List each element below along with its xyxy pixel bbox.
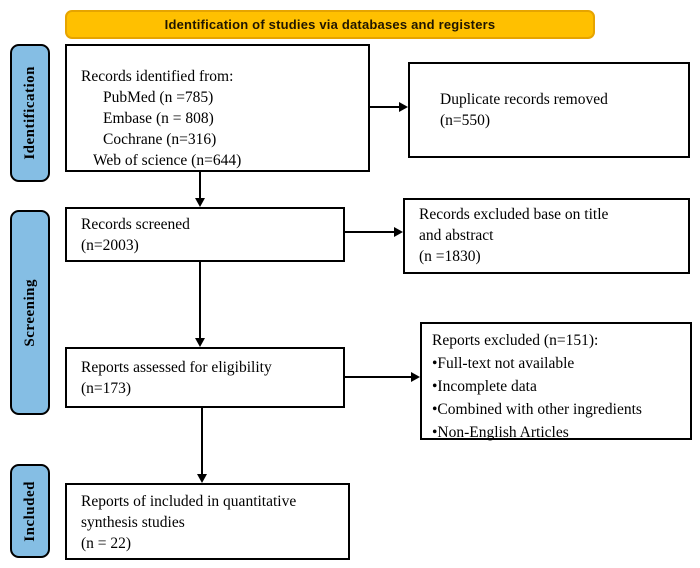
excluded-screening-line-2: and abstract bbox=[419, 227, 494, 244]
arrow-screened-to-assessed-head bbox=[195, 338, 205, 347]
screened-line-2: (n=2003) bbox=[81, 237, 139, 254]
included-line-3: (n = 22) bbox=[81, 535, 132, 552]
box-records-identified: Records identified from: PubMed (n =785)… bbox=[65, 44, 370, 172]
stage-screening-label: Screening bbox=[21, 278, 38, 347]
reports-excluded-bullet-1: •Full-text not available bbox=[432, 355, 575, 372]
records-identified-pubmed: PubMed (n =785) bbox=[103, 89, 214, 106]
screened-line-1: Records screened bbox=[81, 216, 190, 233]
reports-excluded-bullet-3: •Combined with other ingredients bbox=[432, 401, 642, 418]
arrow-screened-to-assessed-shaft bbox=[199, 262, 201, 339]
duplicates-line-1: Duplicate records removed bbox=[440, 91, 608, 108]
box-records-screened: Records screened (n=2003) bbox=[65, 207, 345, 262]
box-reports-excluded: Reports excluded (n=151): •Full-text not… bbox=[420, 322, 692, 441]
assessed-line-2: (n=173) bbox=[81, 380, 132, 397]
arrow-assessed-to-included-head bbox=[197, 474, 207, 483]
reports-excluded-bullet-4: •Non-English Articles bbox=[432, 424, 569, 441]
stage-included-label: Included bbox=[21, 480, 38, 542]
duplicates-line-2: (n=550) bbox=[440, 112, 491, 129]
arrow-identified-to-screened-shaft bbox=[199, 172, 201, 199]
arrow-assessed-to-excluded-shaft bbox=[345, 376, 411, 378]
records-identified-embase: Embase (n = 808) bbox=[103, 110, 214, 127]
arrow-assessed-to-excluded-head bbox=[411, 372, 420, 382]
banner-identification-via-databases: Identification of studies via databases … bbox=[65, 10, 595, 39]
assessed-line-1: Reports assessed for eligibility bbox=[81, 359, 272, 376]
arrow-screened-to-excluded-head bbox=[394, 227, 403, 237]
box-included-studies: Reports of included in quantitative synt… bbox=[65, 483, 350, 560]
reports-excluded-title: Reports excluded (n=151): bbox=[432, 332, 599, 349]
box-duplicate-records-removed: Duplicate records removed (n=550) bbox=[408, 62, 690, 158]
arrow-assessed-to-included-shaft bbox=[201, 408, 203, 475]
stage-identification-label: Identification bbox=[21, 66, 38, 160]
included-line-1: Reports of included in quantitative bbox=[81, 493, 297, 510]
arrow-screened-to-excluded-shaft bbox=[345, 231, 394, 233]
reports-excluded-bullet-2: •Incomplete data bbox=[432, 378, 537, 395]
excluded-screening-line-3: (n =1830) bbox=[419, 248, 481, 265]
excluded-screening-line-1: Records excluded base on title bbox=[419, 206, 609, 223]
stage-screening: Screening bbox=[10, 210, 50, 415]
arrow-identified-to-screened-head bbox=[195, 198, 205, 207]
stage-identification: Identification bbox=[10, 44, 50, 182]
box-reports-assessed: Reports assessed for eligibility (n=173) bbox=[65, 347, 345, 408]
stage-included: Included bbox=[10, 464, 50, 558]
records-identified-webofscience: Web of science (n=644) bbox=[93, 152, 242, 169]
arrow-identified-to-duplicates-head bbox=[399, 102, 408, 112]
box-records-excluded-title-abstract: Records excluded base on title and abstr… bbox=[403, 198, 690, 274]
records-identified-cochrane: Cochrane (n=316) bbox=[103, 131, 217, 148]
arrow-identified-to-duplicates-shaft bbox=[370, 106, 400, 108]
records-identified-title: Records identified from: bbox=[81, 68, 234, 85]
banner-label: Identification of studies via databases … bbox=[164, 17, 496, 32]
included-line-2: synthesis studies bbox=[81, 514, 185, 531]
